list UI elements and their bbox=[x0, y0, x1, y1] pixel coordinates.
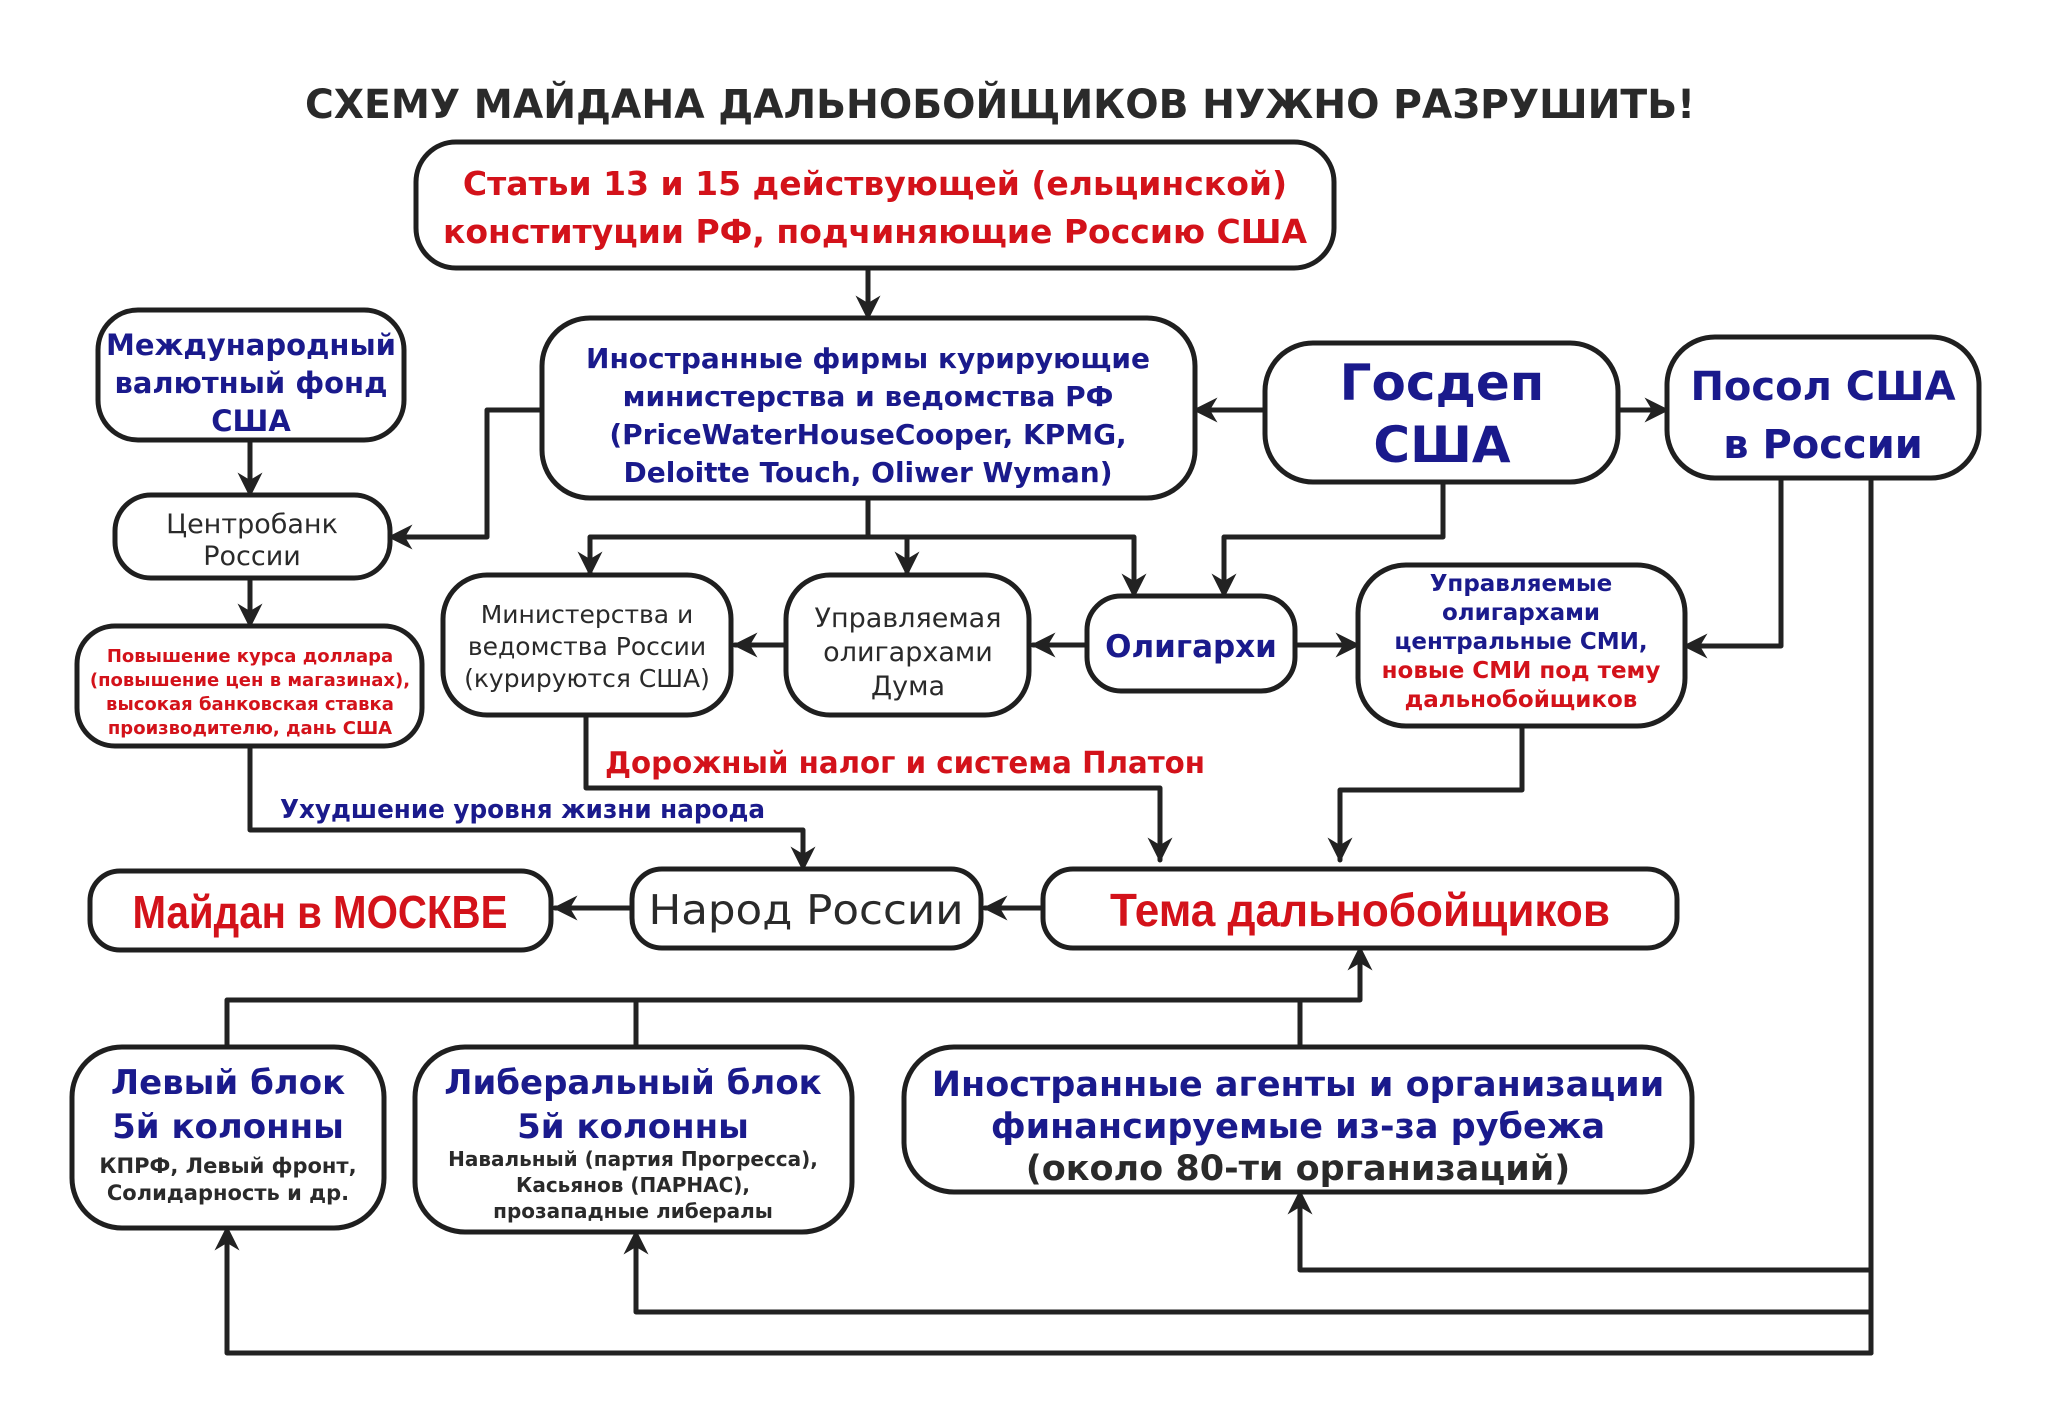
duma-line: Управляемая bbox=[815, 603, 1002, 634]
road-tax-label: Дорожный налог и система Платон bbox=[605, 746, 1205, 781]
imf-line: валютный фонд bbox=[115, 366, 388, 400]
liberal-block-line: прозападные либералы bbox=[493, 1199, 773, 1223]
media-line: дальнобойщиков bbox=[1405, 687, 1638, 713]
node-imf: Международный валютный фонд США bbox=[95, 307, 407, 443]
node-people: Народ России bbox=[629, 866, 984, 951]
liberal-block-line: Касьянов (ПАРНАС), bbox=[516, 1173, 750, 1197]
page-title: СХЕМУ МАЙДАНА ДАЛЬНОБОЙЩИКОВ НУЖНО РАЗРУ… bbox=[305, 80, 1695, 128]
arrow-firms-to-ministries bbox=[577, 534, 871, 577]
media-line: Управляемые bbox=[1430, 571, 1613, 597]
arrow-ministries-to-truckers bbox=[583, 712, 1173, 863]
node-foreign-firms: Иностранные фирмы курирующие министерств… bbox=[539, 315, 1198, 501]
arrow-firms-to-oligarchs bbox=[865, 534, 1147, 599]
node-dollar: Повышение курса доллара (повышение цен в… bbox=[74, 623, 425, 749]
node-liberal-block: Либеральный блок 5й колонны Навальный (п… bbox=[412, 1044, 855, 1235]
duma-line: Дума bbox=[871, 671, 945, 702]
arrow-ambassador-to-media bbox=[1682, 475, 1784, 659]
node-duma: Управляемая олигархами Дума bbox=[783, 572, 1032, 718]
ministries-line: Министерства и bbox=[481, 600, 694, 629]
gosdep-line: Госдеп bbox=[1340, 354, 1545, 412]
node-oligarchs: Олигархи bbox=[1084, 593, 1298, 694]
node-central-bank: Центробанк России bbox=[112, 492, 393, 581]
node-truckers: Тема дальнобойщиков bbox=[1040, 866, 1680, 951]
oligarchs-label: Олигархи bbox=[1105, 629, 1277, 665]
arrow-ambassador-to-left bbox=[214, 1225, 1874, 1356]
node-maidan: Майдан в МОСКВЕ bbox=[87, 868, 554, 953]
node-gosdep: Госдеп США bbox=[1262, 340, 1621, 485]
media-line: олигархами bbox=[1442, 600, 1600, 626]
dollar-line: Повышение курса доллара bbox=[107, 646, 393, 667]
living-standard-label: Ухудшение уровня жизни народа bbox=[280, 795, 765, 825]
left-block-line: КПРФ, Левый фронт, bbox=[99, 1154, 356, 1178]
foreign-agents-line: финансируемые из-за рубежа bbox=[991, 1107, 1605, 1147]
node-ministries: Министерства и ведомства России (курирую… bbox=[440, 572, 734, 718]
foreign-firms-line: министерства и ведомства РФ bbox=[623, 380, 1114, 413]
media-line: новые СМИ под тему bbox=[1382, 658, 1661, 684]
ambassador-line: Посол США bbox=[1690, 364, 1955, 410]
foreign-agents-line: (около 80-ти организаций) bbox=[1026, 1149, 1571, 1189]
duma-line: олигархами bbox=[823, 637, 993, 668]
imf-line: Международный bbox=[106, 328, 396, 362]
foreign-firms-line: Иностранные фирмы курирующие bbox=[586, 342, 1150, 375]
dollar-line: (повышение цен в магазинах), bbox=[90, 670, 410, 691]
arrow-firms-to-duma bbox=[865, 534, 920, 577]
dollar-line: высокая банковская ставка bbox=[106, 694, 394, 715]
left-block-line: Солидарность и др. bbox=[107, 1181, 349, 1205]
central-bank-line: России bbox=[203, 541, 301, 572]
liberal-block-line: 5й колонны bbox=[517, 1107, 749, 1147]
arrow-gosdep-to-oligarchs bbox=[1211, 479, 1446, 599]
people-label: Народ России bbox=[649, 886, 964, 934]
liberal-block-line: Либеральный блок bbox=[444, 1063, 822, 1103]
liberal-block-line: Навальный (партия Прогресса), bbox=[448, 1147, 818, 1171]
foreign-agents-line: Иностранные агенты и организации bbox=[932, 1065, 1664, 1105]
arrow-ambassador-to-liberal bbox=[623, 1229, 1874, 1315]
left-block-line: 5й колонны bbox=[112, 1107, 344, 1147]
maidan-label: Майдан в МОСКВЕ bbox=[133, 886, 508, 938]
central-bank-line: Центробанк bbox=[166, 509, 338, 540]
arrow-dollar-to-people bbox=[247, 743, 816, 872]
constitution-line: конституции РФ, подчиняющие Россию США bbox=[443, 212, 1308, 251]
node-left-block: Левый блок 5й колонны КПРФ, Левый фронт,… bbox=[69, 1044, 387, 1231]
media-line: центральные СМИ, bbox=[1394, 629, 1647, 655]
arrow-media-to-truckers bbox=[1327, 723, 1525, 863]
arrow-blocks-to-truckers bbox=[224, 945, 1373, 1050]
foreign-firms-line: (PriceWaterHouseCooper, KPMG, bbox=[609, 418, 1126, 451]
ministries-line: (курируются США) bbox=[464, 664, 710, 693]
node-ambassador: Посол США в России bbox=[1664, 334, 1982, 481]
dollar-line: производителю, дань США bbox=[108, 718, 392, 739]
constitution-line: Статьи 13 и 15 действующей (ельцинской) bbox=[463, 164, 1287, 203]
node-media: Управляемые олигархами центральные СМИ, … bbox=[1355, 562, 1688, 729]
left-block-line: Левый блок bbox=[111, 1063, 345, 1103]
arrow-firms-to-centralbank bbox=[387, 407, 545, 550]
arrow-ambassador-to-agents bbox=[1287, 1189, 1874, 1273]
node-foreign-agents: Иностранные агенты и организации финанси… bbox=[901, 1044, 1695, 1195]
gosdep-line: США bbox=[1373, 416, 1510, 474]
connectors bbox=[214, 265, 1874, 1356]
ambassador-line: в России bbox=[1723, 422, 1923, 468]
truckers-label: Тема дальнобойщиков bbox=[1110, 884, 1610, 936]
ministries-line: ведомства России bbox=[468, 632, 706, 661]
node-constitution: Статьи 13 и 15 действующей (ельцинской) … bbox=[413, 139, 1337, 271]
foreign-firms-line: Deloitte Touch, Oliwer Wyman) bbox=[624, 456, 1113, 489]
imf-line: США bbox=[211, 404, 291, 438]
